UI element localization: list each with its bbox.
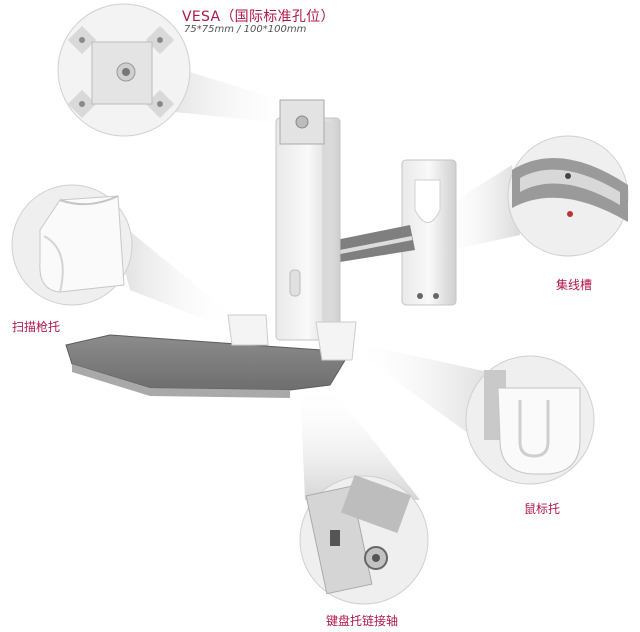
cable-channel-label: 集线槽 <box>556 278 593 292</box>
mouse-tray-label: 鼠标托 <box>524 502 561 516</box>
beam-scanner <box>110 215 236 330</box>
keyboard-hinge-label: 键盘托链接轴 <box>326 614 399 628</box>
keyboard-hinge-detail-circle <box>299 474 429 605</box>
scanner-holder-detail-circle <box>11 184 133 306</box>
cable-channel-detail-circle <box>507 135 629 257</box>
workstation-product <box>65 99 457 398</box>
vesa-size-label: 75*75mm / 100*100mm <box>184 24 307 35</box>
mouse-tray-detail-circle <box>465 355 595 485</box>
beam-mouse <box>352 342 498 455</box>
vesa-detail-circle <box>57 3 191 137</box>
vesa-label: VESA（国际标准孔位） <box>182 9 335 25</box>
scanner-holder-label: 扫描枪托 <box>12 320 61 334</box>
beam-cable <box>440 165 520 250</box>
beam-keyboard <box>300 385 420 500</box>
